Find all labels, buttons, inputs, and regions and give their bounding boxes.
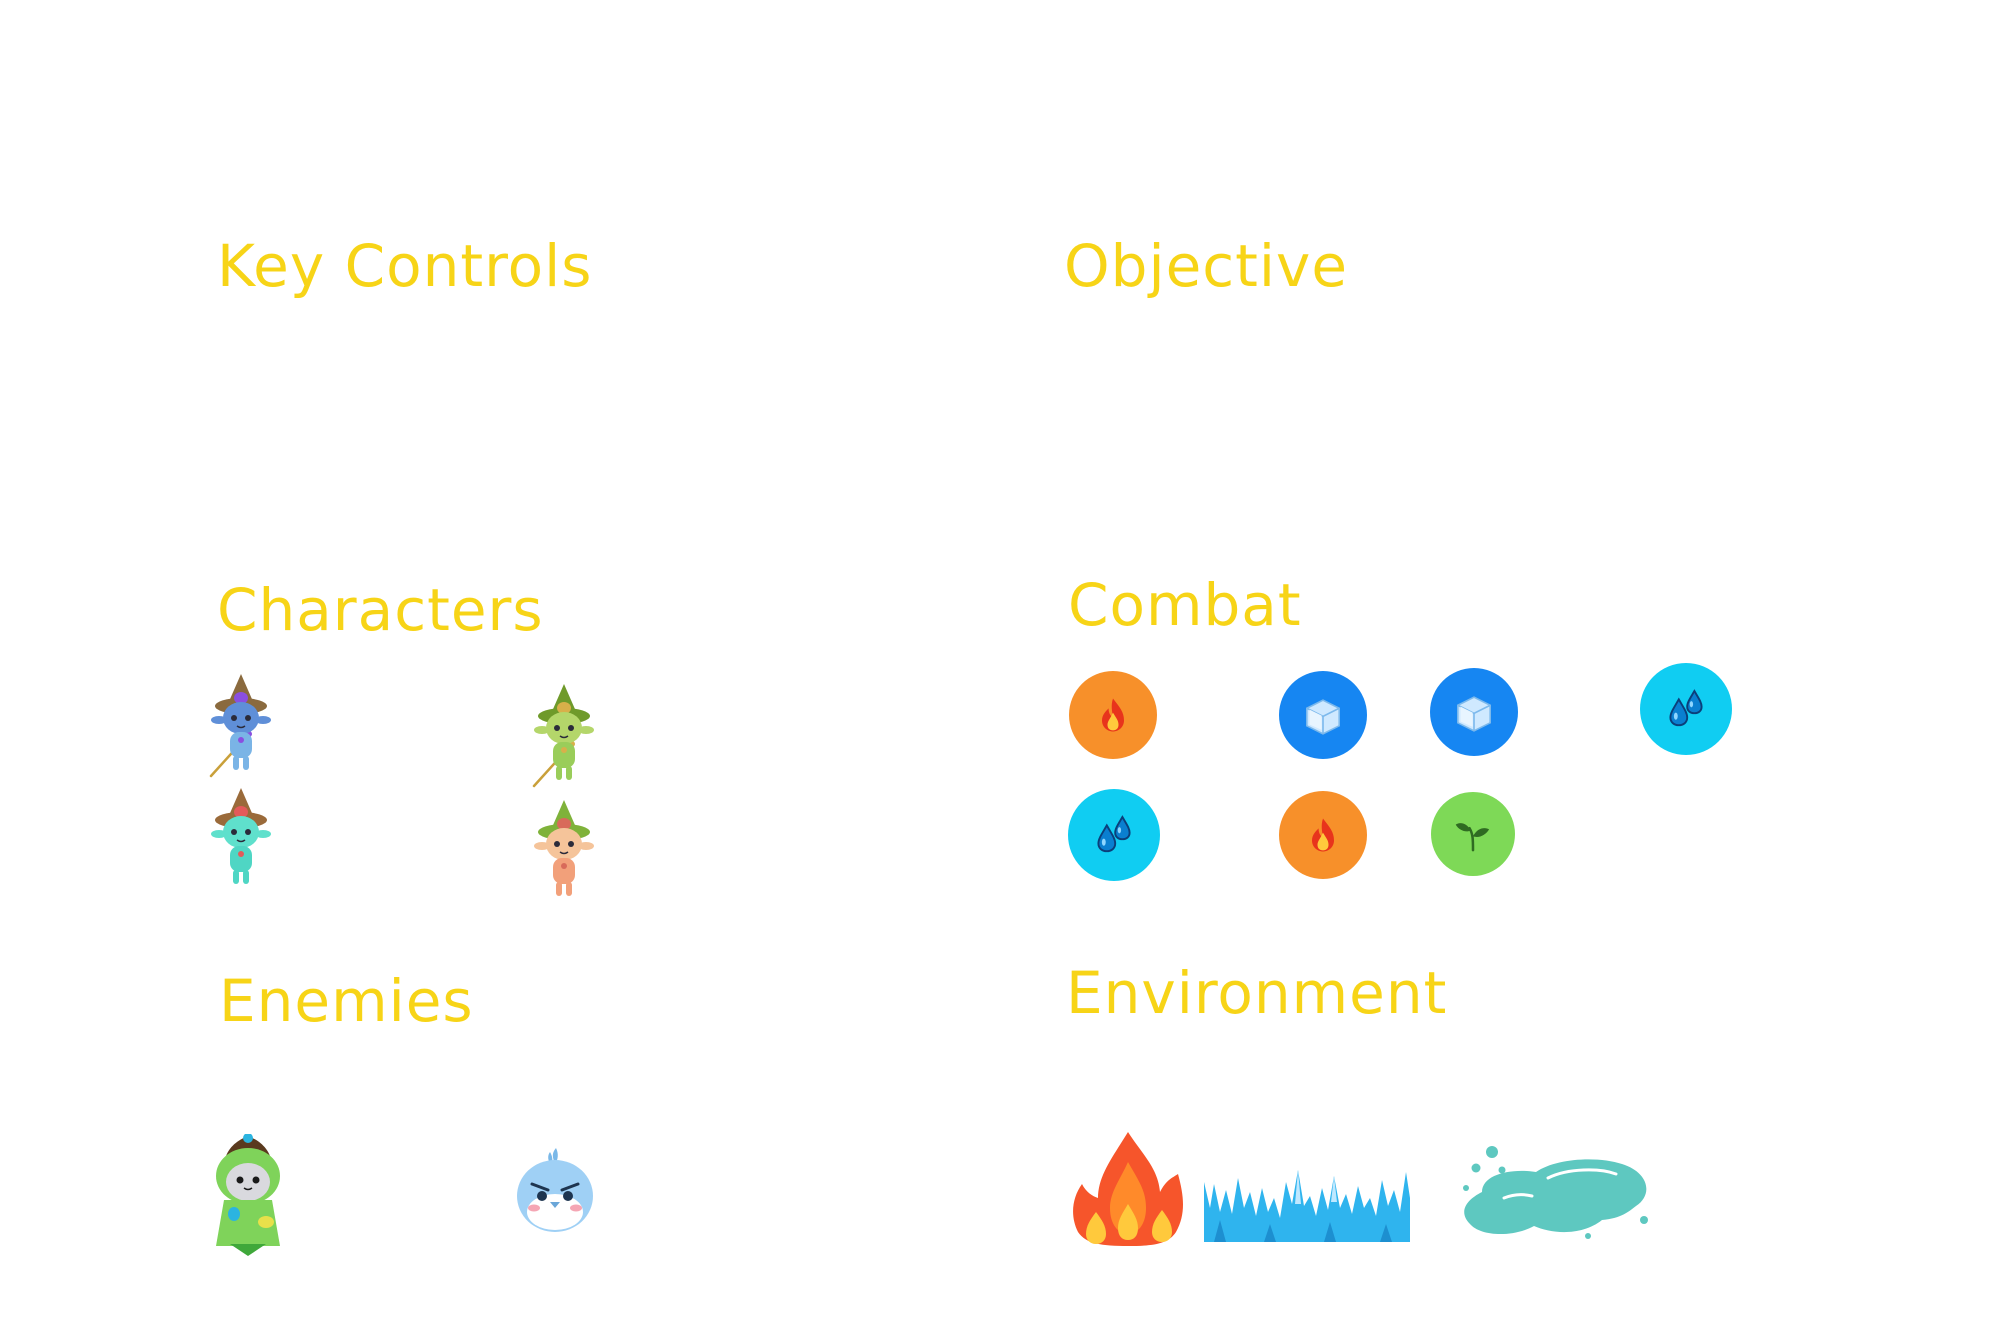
fire-element-icon xyxy=(1279,791,1367,879)
characters-heading: Characters xyxy=(217,576,544,644)
key-controls-heading: Key Controls xyxy=(217,232,593,300)
environment-heading: Environment xyxy=(1066,959,1448,1027)
leaf-sprout-element-icon xyxy=(1431,792,1515,876)
purple-leaf-sprite-with-staff-icon[interactable] xyxy=(205,672,277,778)
ice-cube-element-icon xyxy=(1430,668,1518,756)
green-hooded-cat-enemy-icon[interactable] xyxy=(210,1134,286,1258)
ice-spikes-hazard-icon xyxy=(1204,1168,1410,1242)
water-drops-element-icon xyxy=(1640,663,1732,755)
green-leaf-sprite-with-staff-icon[interactable] xyxy=(528,682,600,788)
fire-element-icon xyxy=(1069,671,1157,759)
teal-mushroom-sprite-icon[interactable] xyxy=(205,786,277,892)
ice-cube-element-icon xyxy=(1279,671,1367,759)
enemies-heading: Enemies xyxy=(219,967,474,1035)
blue-bird-enemy-icon[interactable] xyxy=(512,1144,598,1236)
flames-hazard-icon xyxy=(1068,1128,1188,1248)
objective-heading: Objective xyxy=(1064,232,1349,300)
combat-heading: Combat xyxy=(1068,571,1302,639)
water-puddle-hazard-icon xyxy=(1452,1138,1652,1242)
orange-leaf-sprite-icon[interactable] xyxy=(528,798,600,904)
water-drops-element-icon xyxy=(1068,789,1160,881)
